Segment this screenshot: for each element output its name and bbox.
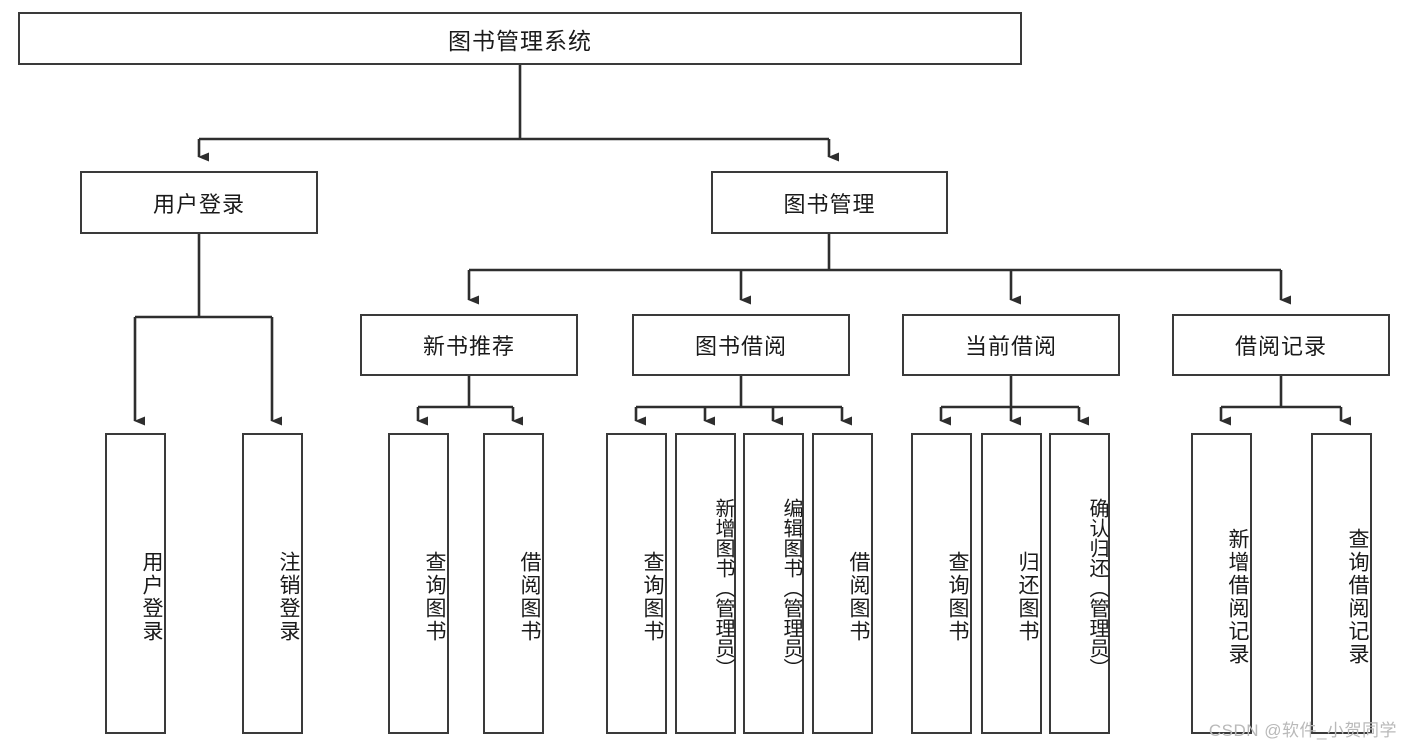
leaf-borrow-add-book-admin[interactable]: 新增图书（管理员） bbox=[675, 433, 736, 734]
node-new-book-recommend[interactable]: 新书推荐 bbox=[360, 314, 578, 376]
node-label: 图书借阅 bbox=[694, 334, 787, 359]
node-label: 查询借阅记录 bbox=[1346, 527, 1369, 666]
leaf-user-login-signin[interactable]: 用户登录 bbox=[105, 433, 166, 734]
node-label: 归还图书 bbox=[1016, 550, 1039, 643]
node-book-borrow[interactable]: 图书借阅 bbox=[632, 314, 850, 376]
node-label: 查询图书 bbox=[641, 550, 664, 643]
node-label: 新增图书（管理员） bbox=[712, 497, 734, 678]
leaf-borrow-query-book[interactable]: 查询图书 bbox=[606, 433, 667, 734]
node-book-management[interactable]: 图书管理 bbox=[711, 171, 948, 234]
leaf-current-return-book[interactable]: 归还图书 bbox=[981, 433, 1042, 734]
node-label: 确认归还（管理员） bbox=[1086, 497, 1108, 678]
leaf-record-query-record[interactable]: 查询借阅记录 bbox=[1311, 433, 1372, 734]
node-label: 编辑图书（管理员） bbox=[780, 497, 802, 678]
node-label: 图书管理系统 bbox=[448, 27, 592, 54]
leaf-current-confirm-return-admin[interactable]: 确认归还（管理员） bbox=[1049, 433, 1110, 734]
leaf-current-query-book[interactable]: 查询图书 bbox=[911, 433, 972, 734]
leaf-recommend-query-book[interactable]: 查询图书 bbox=[388, 433, 449, 734]
leaf-recommend-borrow-book[interactable]: 借阅图书 bbox=[483, 433, 544, 734]
leaf-borrow-borrow-book[interactable]: 借阅图书 bbox=[812, 433, 873, 734]
node-label: 用户登录 bbox=[152, 191, 245, 217]
leaf-user-login-signout[interactable]: 注销登录 bbox=[242, 433, 303, 734]
node-label: 注销登录 bbox=[277, 550, 300, 643]
node-root-system[interactable]: 图书管理系统 bbox=[18, 12, 1022, 65]
leaf-borrow-edit-book-admin[interactable]: 编辑图书（管理员） bbox=[743, 433, 804, 734]
node-label: 新书推荐 bbox=[422, 334, 515, 359]
node-label: 查询图书 bbox=[946, 550, 969, 643]
node-label: 用户登录 bbox=[140, 550, 163, 643]
node-current-borrow[interactable]: 当前借阅 bbox=[902, 314, 1120, 376]
node-label: 借阅图书 bbox=[847, 550, 870, 643]
node-label: 借阅记录 bbox=[1234, 334, 1327, 359]
node-label: 借阅图书 bbox=[518, 550, 541, 643]
node-label: 当前借阅 bbox=[964, 334, 1057, 359]
leaf-record-add-record[interactable]: 新增借阅记录 bbox=[1191, 433, 1252, 734]
node-label: 查询图书 bbox=[423, 550, 446, 643]
watermark-text: CSDN @软件_小贺同学 bbox=[1208, 721, 1397, 740]
node-label: 图书管理 bbox=[783, 191, 876, 217]
node-user-login[interactable]: 用户登录 bbox=[80, 171, 318, 234]
node-borrow-record[interactable]: 借阅记录 bbox=[1172, 314, 1390, 376]
node-label: 新增借阅记录 bbox=[1226, 527, 1249, 666]
